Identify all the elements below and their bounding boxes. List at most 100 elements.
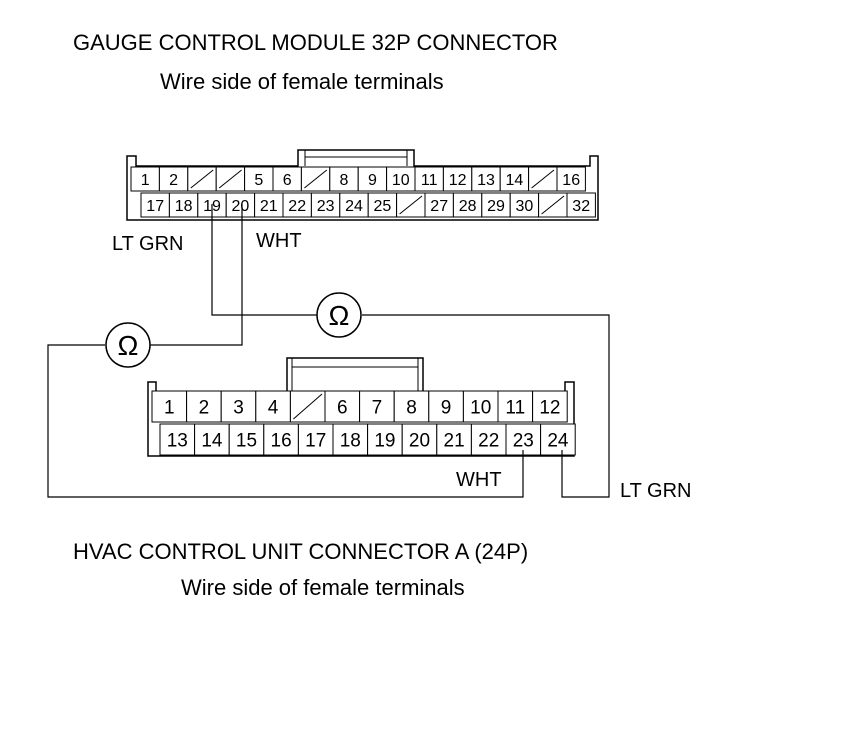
ohm-symbol: Ω (329, 300, 350, 331)
terminal-number: 7 (372, 397, 383, 418)
terminal-number: 9 (441, 397, 452, 418)
ohmmeter-icon: Ω (316, 292, 362, 338)
terminal-number: 16 (562, 172, 580, 189)
terminal-cell (140, 192, 170, 218)
terminal-number: 15 (236, 430, 257, 451)
terminal-cell (428, 390, 464, 423)
terminal-cell (367, 192, 398, 218)
gcm-connector-title: GAUGE CONTROL MODULE 32P CONNECTOR (73, 30, 558, 55)
terminal-number: 29 (487, 198, 505, 215)
terminal-number: 30 (516, 198, 534, 215)
terminal-cell (499, 166, 530, 192)
terminal-cell (386, 166, 416, 192)
terminal-number: 21 (260, 198, 278, 215)
terminal-cell (497, 390, 534, 423)
ohm-symbol: Ω (118, 330, 139, 361)
terminal-number: 3 (233, 397, 244, 418)
terminal-number: 11 (421, 172, 438, 189)
terminal-cell (424, 192, 454, 218)
terminal-cell (254, 192, 284, 218)
unused-terminal-slash (293, 393, 323, 420)
terminal-number: 13 (167, 430, 188, 451)
terminal-number: 1 (164, 397, 175, 418)
terminal-number: 5 (254, 172, 263, 189)
test-wiring (47, 204, 610, 498)
terminal-number: 22 (478, 430, 499, 451)
terminal-number: 11 (505, 397, 525, 418)
terminal-number: 23 (317, 198, 335, 215)
gcm-connector-subtitle: Wire side of female terminals (160, 69, 444, 94)
terminal-number: 20 (232, 198, 250, 215)
terminal-number: 25 (374, 198, 392, 215)
terminal-cell (540, 423, 576, 456)
terminal-cell (357, 166, 388, 192)
unused-terminal-slash (304, 169, 328, 189)
terminal-number: 2 (199, 397, 210, 418)
terminal-cell (471, 166, 501, 192)
terminal-cell (151, 390, 188, 423)
hvac-connector-title: HVAC CONTROL UNIT CONNECTOR A (24P) (73, 539, 528, 564)
ohmmeter-icon: Ω (105, 322, 151, 368)
terminal-number: 8 (340, 172, 349, 189)
unused-terminal-slash (531, 169, 555, 189)
terminal-cell (401, 423, 438, 456)
terminal-number: 12 (539, 397, 560, 418)
terminal-cell (225, 192, 256, 218)
terminal-cell (414, 166, 444, 192)
terminal-cell (566, 192, 596, 218)
terminal-number: 13 (477, 172, 495, 189)
terminal-number: 14 (506, 172, 524, 189)
unused-terminal-slash (190, 169, 214, 189)
terminal-number: 1 (141, 172, 150, 189)
terminal-number: 14 (201, 430, 223, 451)
probe-lead-gcm-20 (150, 204, 243, 346)
terminal-number: 21 (444, 430, 465, 451)
probe-lead-hvac-24 (362, 314, 610, 498)
terminal-cell (310, 192, 341, 218)
terminal-cell (186, 390, 222, 423)
terminal-number: 22 (288, 198, 306, 215)
terminal-cell (436, 423, 472, 456)
terminal-number: 18 (340, 430, 361, 451)
terminal-cell (332, 423, 369, 456)
terminal-number: 23 (513, 430, 534, 451)
terminal-number: 16 (271, 430, 292, 451)
terminal-cell (509, 192, 540, 218)
terminal-number: 17 (305, 430, 326, 451)
probe-lead-gcm-19 (211, 204, 317, 316)
terminal-cell (367, 423, 403, 456)
terminal-number: 28 (459, 198, 477, 215)
unused-terminal-slash (218, 169, 242, 189)
terminal-cell (244, 166, 274, 192)
terminal-cell (158, 166, 189, 192)
hvac-wire-label-wht: WHT (456, 469, 502, 491)
terminal-number: 10 (470, 397, 491, 418)
gcm-wire-label-wht: WHT (256, 230, 302, 252)
terminal-number: 18 (175, 198, 193, 215)
terminal-number: 6 (283, 172, 292, 189)
terminal-cell (255, 390, 291, 423)
probe-lead-hvac-23 (47, 344, 524, 498)
terminal-number: 9 (368, 172, 377, 189)
terminal-cell (228, 423, 265, 456)
unused-terminal-slash (541, 195, 565, 215)
terminal-number: 6 (337, 397, 348, 418)
terminal-cell (329, 166, 359, 192)
terminal-number: 32 (572, 198, 590, 215)
terminal-cell (442, 166, 473, 192)
terminal-cell (359, 390, 395, 423)
unused-terminal-slash (399, 195, 423, 215)
terminal-cell (393, 390, 430, 423)
terminal-number: 27 (430, 198, 448, 215)
terminal-number: 8 (406, 397, 417, 418)
terminal-cell (159, 423, 196, 456)
terminal-number: 17 (146, 198, 164, 215)
terminal-number: 10 (392, 172, 410, 189)
